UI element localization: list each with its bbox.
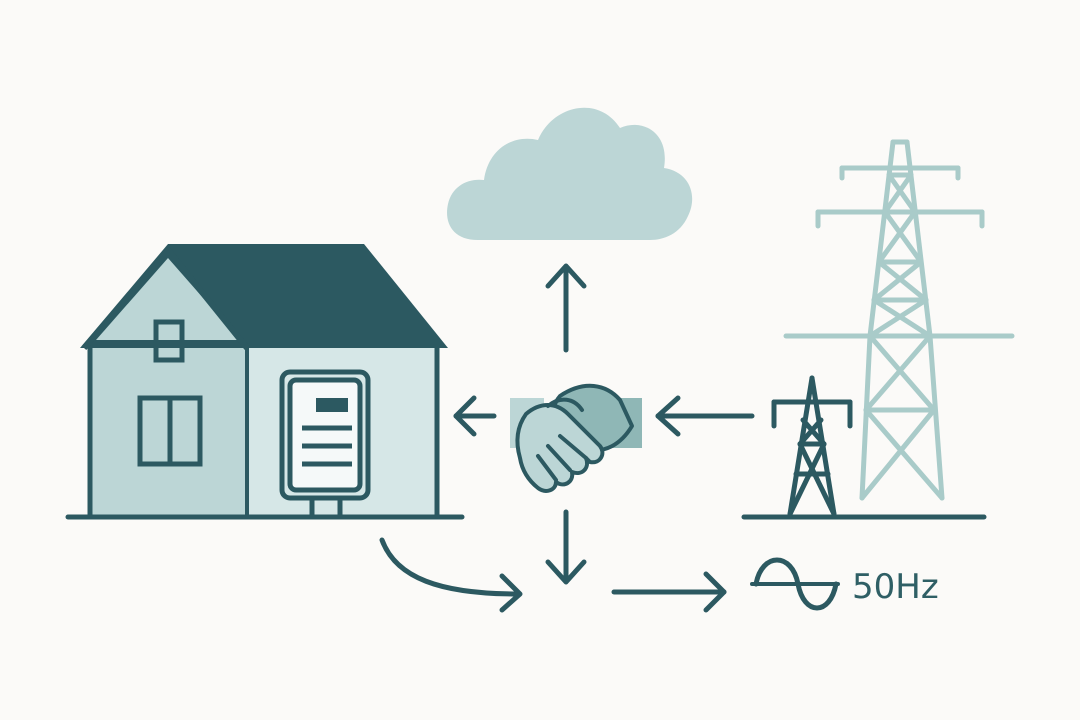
cloud-icon xyxy=(447,107,693,240)
arrow-up-to-cloud xyxy=(545,263,587,353)
small-transmission-tower-icon xyxy=(771,375,853,517)
frequency-label: 50Hz xyxy=(852,567,939,607)
flow-arrows xyxy=(379,263,755,613)
large-transmission-tower-icon xyxy=(783,139,1015,501)
arrow-left-from-tower xyxy=(655,395,755,437)
sine-wave-icon xyxy=(750,557,840,611)
arrow-down-from-handshake xyxy=(545,509,587,585)
arrow-left-to-house xyxy=(453,395,497,437)
inverter-icon xyxy=(279,369,371,516)
house-icon xyxy=(80,244,448,519)
arrow-curved-from-house xyxy=(379,537,523,613)
handshake-icon xyxy=(510,383,642,493)
arrow-right-to-frequency xyxy=(611,571,727,613)
